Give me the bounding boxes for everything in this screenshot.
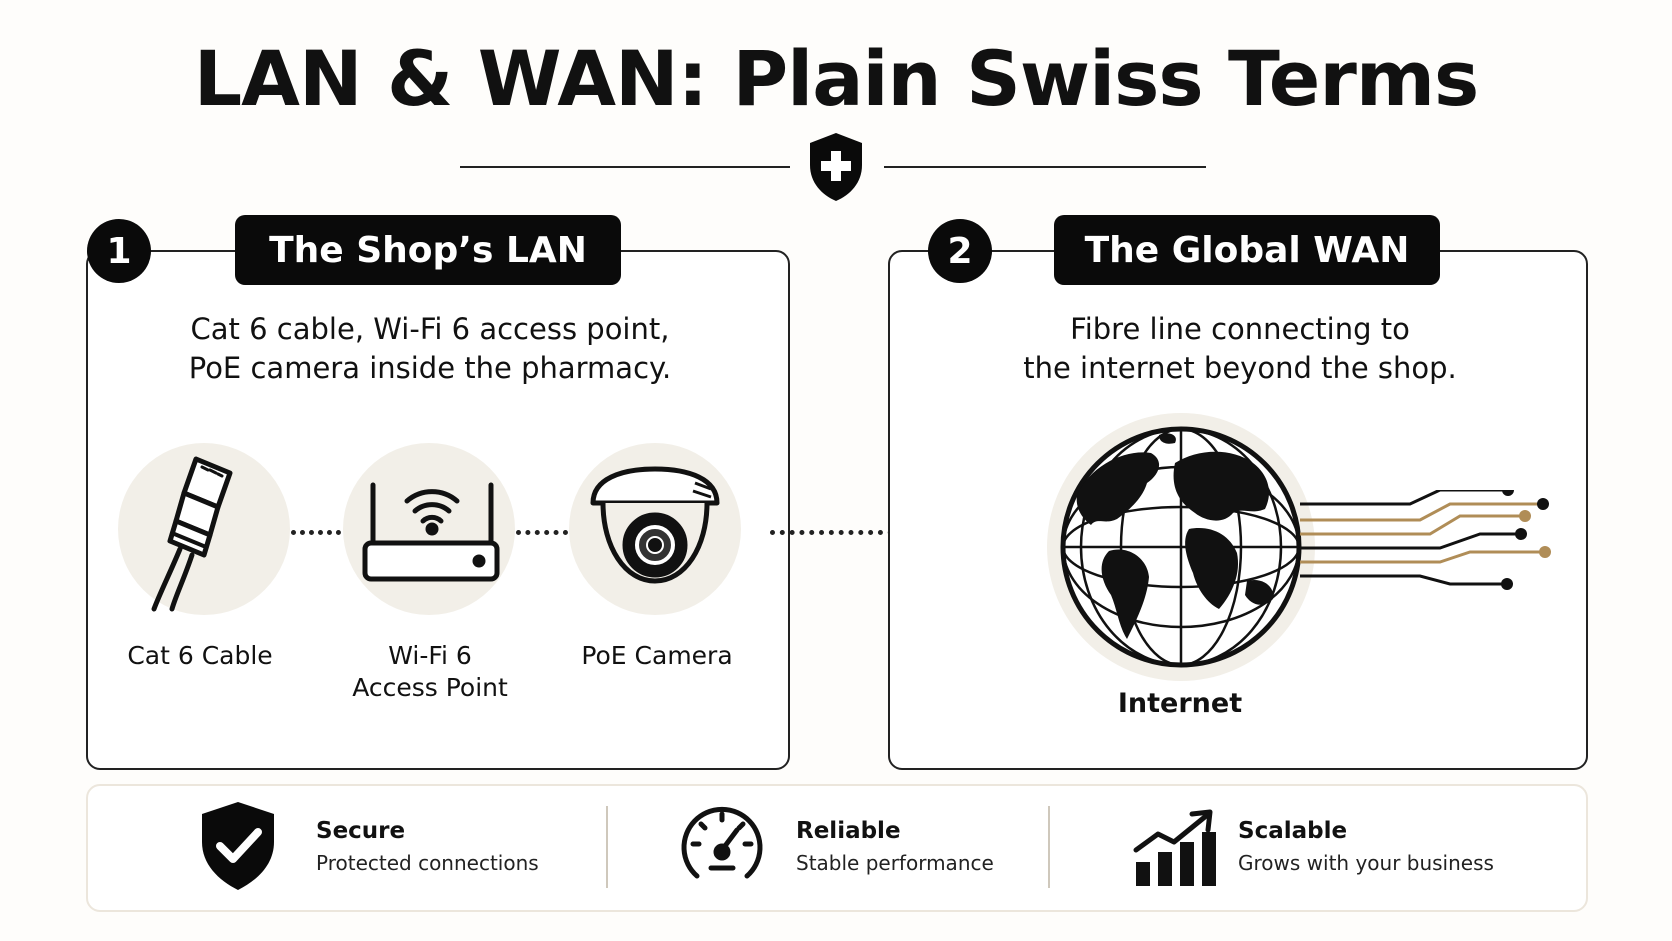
device-label: Cat 6 Cable [127, 641, 273, 670]
lan-link-dots [516, 530, 568, 535]
growth-chart-icon [1133, 809, 1216, 886]
globe-icon [1060, 426, 1302, 668]
title-divider-left [460, 166, 790, 168]
poe-camera-device [569, 443, 741, 615]
lan-description-line: PoE camera inside the pharmacy. [188, 351, 672, 385]
feature-title: Reliable [796, 818, 901, 844]
speedometer-icon [681, 806, 763, 879]
ethernet-cable-icon [151, 456, 233, 612]
device-label: Wi-Fi 6 Access Point [352, 641, 508, 702]
wan-description: Fibre line connecting to the internet be… [990, 310, 1490, 388]
title-divider-right [884, 166, 1206, 168]
feature-title: Scalable [1238, 818, 1348, 844]
wan-header-connector [992, 250, 1054, 252]
wan-step-number: 2 [928, 219, 992, 283]
lan-heading: The Shop’s LAN [235, 215, 621, 285]
feature-strip [86, 784, 1588, 912]
lan-link-dots [291, 530, 341, 535]
lan-description-line: Cat 6 cable, Wi-Fi 6 access point, [190, 312, 670, 346]
feature-subtitle: Protected connections [316, 851, 539, 875]
fibre-traces-icon [1300, 490, 1551, 590]
shield-check-icon [202, 802, 274, 890]
lan-description: Cat 6 cable, Wi-Fi 6 access point, PoE c… [150, 310, 710, 388]
feature-subtitle: Grows with your business [1238, 851, 1494, 875]
internet-globe [1047, 413, 1315, 681]
feature-subtitle: Stable performance [796, 851, 994, 875]
feature-title: Secure [316, 818, 406, 844]
lan-header-connector [150, 250, 236, 252]
swiss-shield-icon [810, 133, 862, 201]
wan-heading: The Global WAN [1054, 215, 1440, 285]
wan-description-line: Fibre line connecting to [1070, 312, 1410, 346]
wifi-router-icon [362, 482, 500, 582]
cat6-cable-device [118, 443, 290, 615]
wifi6-access-point-device [343, 443, 515, 615]
feature-divider [1048, 806, 1050, 888]
page-title: LAN & WAN: Plain Swiss Terms [193, 34, 1480, 123]
internet-label: Internet [1117, 688, 1243, 719]
lan-step-number: 1 [87, 219, 151, 283]
wan-description-line: the internet beyond the shop. [1023, 351, 1457, 385]
dome-camera-icon [590, 466, 720, 584]
device-label: PoE Camera [581, 641, 733, 670]
feature-divider [606, 806, 608, 888]
